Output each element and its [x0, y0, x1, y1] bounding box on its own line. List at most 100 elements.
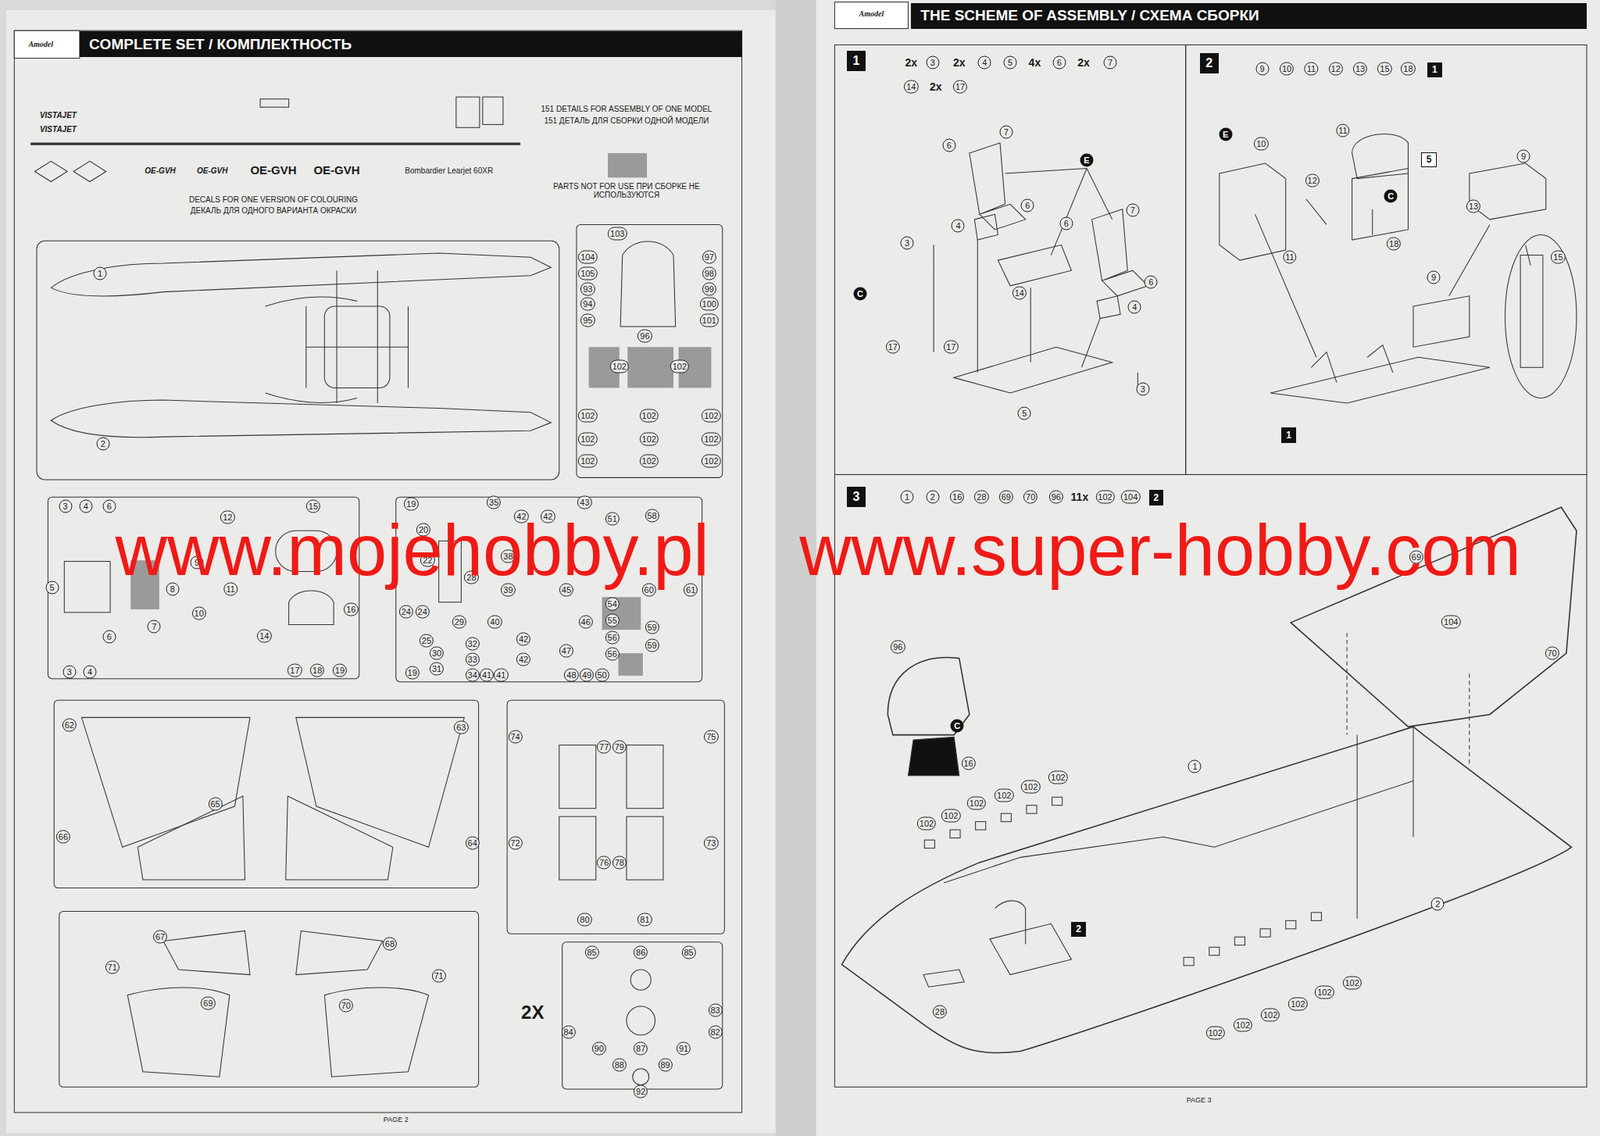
callout-number: 85	[584, 945, 599, 959]
callout-number: 90	[592, 1041, 607, 1055]
quantity-mark: 11x	[1071, 490, 1090, 504]
callout-number: 40	[487, 614, 502, 629]
callout-number: 43	[577, 495, 592, 509]
box-text: 1	[1285, 429, 1292, 441]
callout-number: 15	[1550, 250, 1565, 265]
decal-reference: 5	[1421, 152, 1437, 168]
subassembly-marker: 1	[1281, 427, 1296, 443]
decal-text: OE-GVH	[196, 167, 228, 177]
callout-number: 25	[419, 634, 434, 648]
callout-number: 2	[925, 490, 940, 504]
callout-number: 93	[580, 282, 595, 296]
callout-number: 102	[1288, 997, 1308, 1011]
callout-number: 55	[605, 614, 620, 628]
callout-number: 16	[950, 490, 965, 504]
callout-number: 7	[999, 125, 1013, 139]
callout-number: 81	[637, 913, 652, 927]
callout-number: 102	[917, 817, 936, 831]
decal-text: OE-GVH	[144, 167, 175, 177]
step-number: 1	[846, 50, 866, 72]
callout-number: 6	[1021, 198, 1035, 212]
callout-number: 102	[701, 408, 721, 422]
callout-number: 1	[900, 490, 915, 504]
callout-number: 71	[432, 968, 447, 983]
step-number: 2	[1200, 53, 1219, 74]
callout-number: 10	[1253, 137, 1268, 151]
page-number: PAGE 2	[382, 1115, 410, 1124]
callout-number: 7	[1125, 203, 1140, 218]
callout-number: 62	[62, 717, 77, 732]
callout-number: 6	[102, 499, 116, 513]
callout-number: 79	[612, 740, 627, 754]
callout-number: 102	[941, 808, 961, 822]
callout-number: 66	[56, 830, 71, 844]
callout-number: 4	[78, 499, 93, 513]
callout-number: 14	[903, 80, 918, 94]
callout-number: 49	[579, 667, 594, 682]
callout-number: 9	[1427, 271, 1441, 285]
callout-number: 15	[1377, 61, 1392, 75]
callout-number: 29	[452, 614, 467, 629]
callout-number: 18	[1400, 61, 1415, 75]
callout-number: 59	[644, 621, 659, 635]
note-text: 151 DETAILS FOR ASSEMBLY OF ONE MODEL	[539, 104, 713, 115]
callout-number: 24	[415, 604, 430, 618]
callout-number: 18	[310, 664, 325, 678]
callout-number: 95	[580, 314, 595, 328]
step-number: 3	[846, 486, 866, 508]
callout-number: 73	[703, 836, 718, 850]
paint-code: C	[853, 287, 868, 301]
callout-number: 3	[58, 499, 72, 513]
page-number: PAGE 3	[1185, 1096, 1213, 1104]
callout-number: 16	[343, 602, 358, 616]
box-text: 2	[1153, 492, 1159, 504]
callout-number: 6	[1052, 55, 1066, 69]
callout-number: 30	[429, 646, 444, 661]
callout-number: 75	[703, 730, 718, 744]
callout-number: 13	[1353, 61, 1368, 75]
callout-number: 17	[953, 80, 968, 94]
callout-number: 103	[607, 227, 627, 241]
callout-number: 64	[465, 836, 480, 850]
callout-number: 1	[93, 267, 108, 281]
callout-number: 42	[516, 652, 531, 666]
box-text: 3	[852, 489, 860, 504]
callout-number: 7	[147, 620, 161, 634]
callout-number: 70	[1023, 490, 1038, 504]
callout-number: 46	[578, 614, 593, 629]
decal-text: OE-GVH	[250, 164, 297, 178]
callout-number: 99	[702, 282, 717, 296]
legend-text: PARTS NOT FOR USE ПРИ СБОРКЕ НЕ ИСПОЛЬЗУ…	[548, 182, 705, 200]
decal-text: VISTAJET	[39, 125, 77, 135]
brand-logo: Amodel	[28, 40, 54, 50]
callout-number: 77	[596, 740, 611, 754]
box-text: 5	[1426, 153, 1433, 165]
callout-number: 102	[701, 454, 721, 468]
callout-number: 102	[639, 454, 659, 468]
callout-number: 102	[578, 454, 597, 468]
brand-logo: Amodel	[859, 10, 885, 20]
callout-number: 80	[577, 913, 592, 927]
box-text: 2	[1075, 923, 1082, 935]
callout-number: 102	[994, 788, 1014, 802]
callout-number: 102	[1314, 985, 1334, 999]
callout-number: 3	[925, 55, 940, 69]
callout-number: 12	[1305, 174, 1320, 188]
callout-number: 41	[479, 667, 494, 682]
decal-text: VISTAJET	[39, 110, 77, 121]
callout-number: 68	[382, 937, 397, 951]
note-text: ДЕКАЛЬ ДЛЯ ОДНОГО ВАРИАНТА ОКРАСКИ	[189, 207, 358, 217]
callout-number: 56	[605, 631, 620, 645]
callout-number: 87	[633, 1041, 648, 1055]
callout-number: 6	[1059, 217, 1073, 231]
callout-number: 17	[885, 340, 900, 354]
callout-number: 84	[560, 1025, 575, 1039]
callout-number: 6	[102, 630, 116, 644]
callout-number: 13	[1466, 199, 1481, 213]
callout-number: 102	[1233, 1017, 1253, 1032]
callout-number: 92	[633, 1084, 648, 1098]
callout-number: 5	[45, 581, 59, 595]
callout-number: 31	[429, 661, 444, 675]
callout-number: 24	[399, 604, 414, 618]
note-text: Bombardier Learjet 60XR	[403, 167, 494, 177]
